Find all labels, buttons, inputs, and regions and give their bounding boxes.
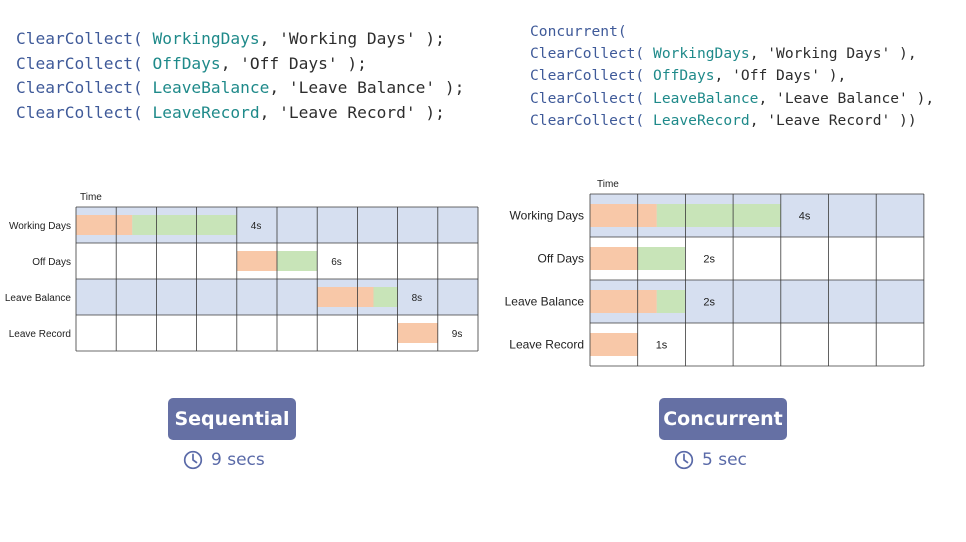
code-function: ClearCollect(: [16, 29, 143, 48]
bar-phase1: [76, 215, 133, 235]
bar-phase1: [590, 247, 638, 270]
time-axis-label: Time: [597, 179, 619, 190]
row-label: Leave Record: [509, 338, 584, 352]
bar-phase2: [637, 247, 686, 270]
code-function: ClearCollect(: [16, 102, 143, 122]
clock-icon: [183, 450, 203, 470]
code-line: ClearCollect( LeaveBalance, 'Leave Balan…: [530, 88, 934, 110]
code-function: ClearCollect(: [16, 53, 143, 73]
code-table-name: LeaveRecord: [653, 111, 750, 129]
duration-label: 8s: [412, 293, 423, 304]
bar-phase1: [317, 287, 374, 307]
row-label: Leave Balance: [505, 295, 585, 309]
code-function: ClearCollect(: [16, 78, 143, 97]
code-function: ClearCollect(: [530, 111, 645, 129]
duration-text: 9 secs: [211, 450, 265, 470]
code-args: , 'Leave Balance' ),: [758, 89, 935, 107]
row-label: Working Days: [510, 209, 584, 223]
row-label: Leave Record: [9, 329, 71, 340]
bar-phase1: [590, 204, 657, 227]
code-table-name: LeaveRecord: [152, 102, 260, 122]
duration-label: 2s: [703, 297, 715, 309]
duration-label: 2s: [703, 254, 715, 266]
row-label: Leave Balance: [5, 293, 72, 304]
code-line: ClearCollect( OffDays, 'Off Days' );: [16, 52, 464, 77]
row-label: Working Days: [9, 221, 71, 232]
code-line: ClearCollect( OffDays, 'Off Days' ),: [530, 65, 934, 87]
code-table-name: WorkingDays: [653, 45, 750, 63]
code-line: ClearCollect( LeaveBalance, 'Leave Balan…: [16, 76, 464, 101]
duration-label: 9s: [452, 329, 463, 340]
duration-text: 5 sec: [702, 450, 747, 470]
code-args: , 'Working Days' ),: [749, 45, 917, 63]
concurrent-code-block: Concurrent( ClearCollect( WorkingDays, 'W…: [530, 21, 934, 132]
bar-phase2: [277, 251, 318, 271]
sequential-button[interactable]: Sequential: [168, 398, 296, 440]
bar-phase2: [656, 204, 781, 227]
time-axis-label: Time: [80, 192, 102, 203]
code-line: ClearCollect( WorkingDays, 'Working Days…: [16, 27, 464, 52]
row-label: Off Days: [538, 252, 584, 266]
code-args: , 'Working Days' );: [259, 29, 445, 48]
code-line: ClearCollect( LeaveRecord, 'Leave Record…: [530, 110, 934, 132]
code-line: ClearCollect( LeaveRecord, 'Leave Record…: [16, 101, 464, 126]
code-args: , 'Leave Record' );: [259, 102, 445, 122]
bar-phase2: [373, 287, 398, 307]
concurrent-button[interactable]: Concurrent: [659, 398, 787, 440]
code-args: , 'Leave Record' )): [749, 111, 917, 129]
code-table-name: WorkingDays: [152, 29, 260, 48]
code-table-name: LeaveBalance: [152, 78, 270, 97]
code-line: ClearCollect( WorkingDays, 'Working Days…: [530, 43, 934, 65]
bar-phase1: [590, 290, 657, 313]
duration-label: 4s: [251, 221, 262, 232]
sequential-duration: 9 secs: [183, 450, 265, 470]
bar-phase1: [397, 323, 438, 343]
bar-phase2: [132, 215, 237, 235]
sequential-code-block: ClearCollect( WorkingDays, 'Working Days…: [16, 27, 464, 125]
duration-label: 4s: [799, 211, 811, 223]
duration-label: 6s: [331, 257, 342, 268]
code-table-name: OffDays: [653, 67, 715, 85]
code-function: ClearCollect(: [530, 89, 645, 107]
code-args: , 'Leave Balance' );: [269, 78, 465, 97]
code-concurrent-head: Concurrent(: [530, 23, 627, 40]
row-label: Off Days: [32, 257, 71, 268]
duration-label: 1s: [656, 340, 668, 352]
code-table-name: OffDays: [152, 53, 221, 73]
bar-phase2: [656, 290, 686, 313]
code-function: ClearCollect(: [530, 67, 645, 85]
bar-phase1: [590, 333, 638, 356]
code-args: , 'Off Days' ),: [714, 67, 847, 85]
code-function: ClearCollect(: [530, 45, 645, 63]
code-table-name: LeaveBalance: [653, 89, 759, 107]
clock-icon: [674, 450, 694, 470]
concurrent-duration: 5 sec: [674, 450, 747, 470]
code-args: , 'Off Days' );: [220, 53, 367, 73]
bar-phase1: [236, 251, 277, 271]
